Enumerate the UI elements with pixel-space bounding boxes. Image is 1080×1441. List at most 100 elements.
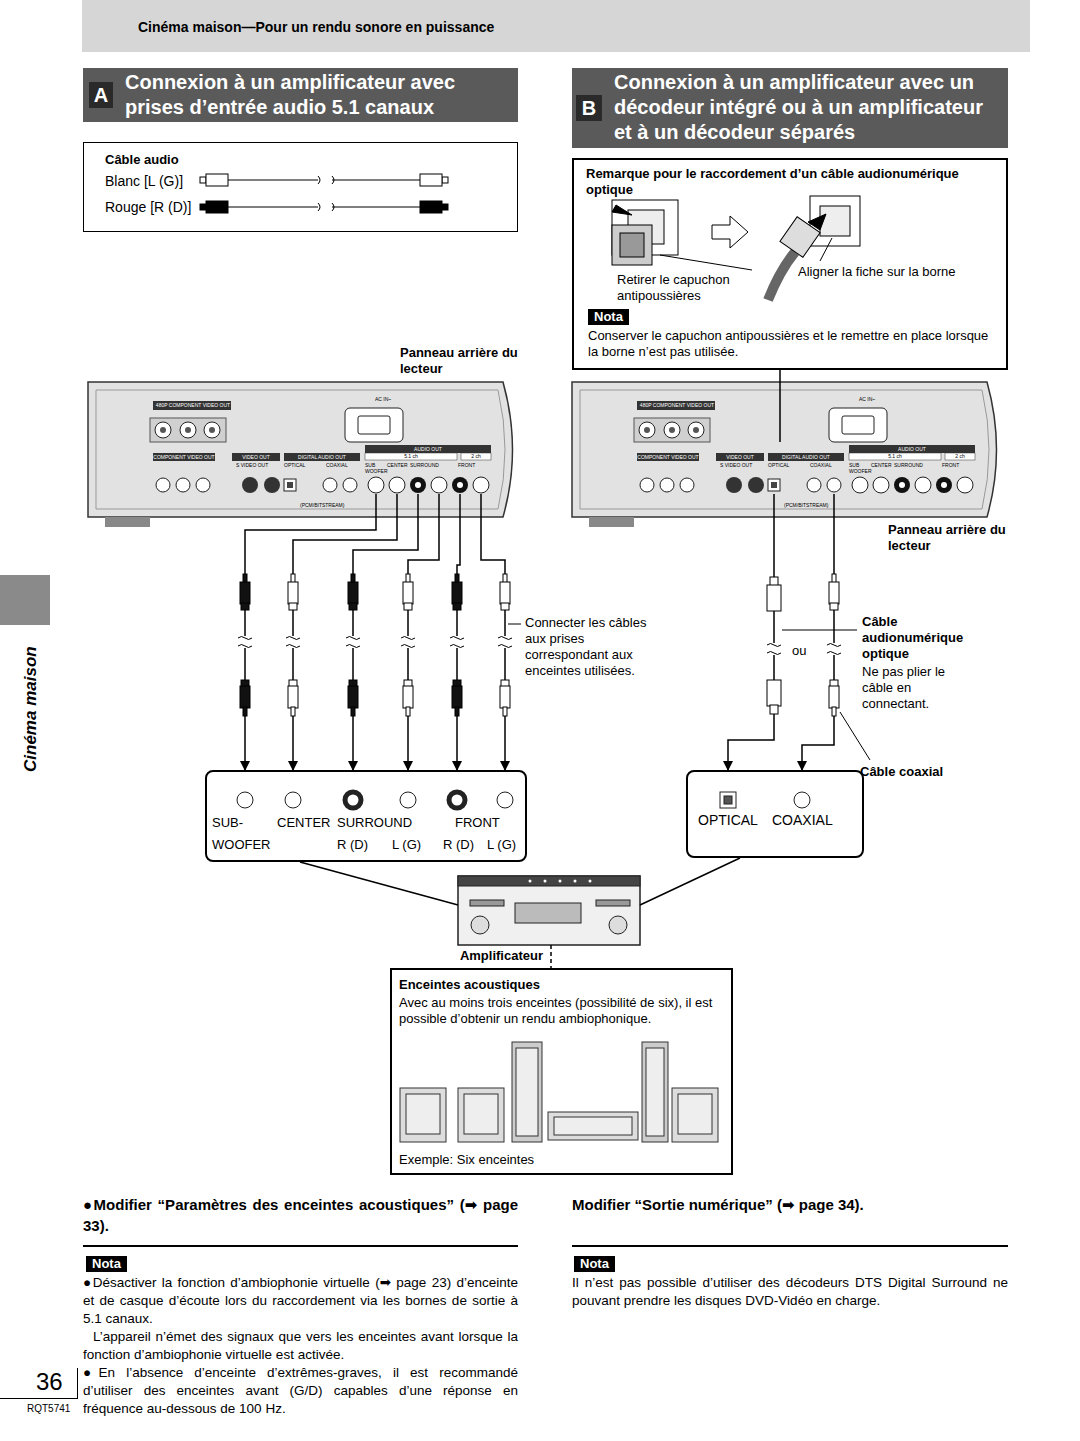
node-text: CENTER (277, 812, 337, 834)
cable-wires (480, 494, 482, 517)
node-text: 2 ch (945, 453, 975, 460)
note-text: ●Désactiver la fonction d’ambiophonie vi… (83, 1274, 518, 1328)
input-jacks (449, 792, 465, 808)
cable-wires (293, 382, 870, 770)
node-text: DIGITAL AUDIO OUT (284, 453, 360, 461)
speakers-art (554, 1117, 632, 1135)
audio-cable-art (420, 174, 442, 186)
node-text: 480P COMPONENT VIDEO OUT (638, 401, 716, 409)
cable-wires (396, 494, 398, 517)
amplifier-art (544, 880, 547, 883)
cable-plugs (452, 680, 462, 716)
cable-wires (293, 517, 397, 770)
input-jacks (345, 792, 361, 808)
amplifier-art (458, 876, 640, 945)
cable-wires (459, 494, 461, 517)
note-text: ●En l’absence d’enceinte d’extrêmes-grav… (83, 1364, 518, 1418)
cable-plugs (829, 680, 839, 716)
input-jacks (720, 792, 736, 808)
header-band (82, 0, 1030, 52)
speaker-box: Enceintes acoustiquesAvec au moins trois… (390, 968, 733, 1175)
cable-plugs (500, 574, 510, 610)
node-text: CENTER (871, 462, 893, 468)
node-text: Câble audio (105, 152, 305, 168)
input-jacks (237, 792, 253, 808)
node-text: COAXIAL (810, 462, 844, 468)
speakers-art (512, 1042, 542, 1142)
node-text: FRONT (942, 462, 972, 468)
cable-breaks (399, 636, 417, 648)
amplifier-art (574, 880, 577, 883)
input-jacks (497, 792, 513, 808)
node-text: Connexion à un amplificateur avec prises… (125, 70, 513, 120)
cable-wires (833, 494, 835, 517)
connector (300, 862, 458, 905)
note-tag: Nota (86, 1256, 127, 1272)
cable-wires (508, 624, 521, 625)
amplifier-art (458, 876, 640, 886)
node-text: CENTER (387, 462, 409, 468)
node-text: Remarque pour le raccordement d’un câble… (586, 166, 996, 198)
input-jacks (400, 792, 416, 808)
node-text: SUB WOOFER (365, 462, 385, 474)
amplifier-art (458, 876, 640, 945)
page-title: Cinéma maison—Pour un rendu sonore en pu… (138, 18, 494, 36)
audio-cable-art (206, 201, 228, 213)
node-text: Panneau arrière du lecteur (400, 345, 525, 377)
node-text: VIDEO OUT (232, 453, 280, 461)
node-text: SUB- WOOFER (212, 812, 274, 856)
node-text: A (89, 82, 113, 108)
connector (245, 517, 376, 770)
speakers-art (516, 1048, 538, 1136)
speakers-art (406, 1094, 440, 1134)
connector (550, 945, 552, 968)
cable-wires (779, 382, 781, 442)
callout: Connecter les câbles aux prises correspo… (525, 615, 665, 679)
optical-plug-art (620, 233, 644, 257)
speakers-art (458, 1088, 504, 1142)
node-text: R (D) (443, 834, 483, 856)
rules (572, 1245, 1008, 1247)
speakers-art (548, 1112, 638, 1140)
node-text: Conserver le capuchon antipoussières et … (588, 328, 996, 360)
callout: Câble coaxial (860, 764, 970, 780)
rules (0, 1398, 77, 1399)
speakers-art (672, 1088, 718, 1142)
cable-wires (782, 630, 857, 631)
cable-wires (840, 712, 870, 760)
node-text: L (G) (487, 834, 523, 856)
input-box: SUB- WOOFERCENTERSURROUNDR (D)L (G)FRONT… (205, 770, 527, 862)
cable-plugs (403, 574, 413, 610)
amplifier-art (609, 916, 627, 934)
node-text: Exemple: Six enceintes (399, 1152, 599, 1168)
speakers-art (400, 1042, 718, 1142)
node-text: B (576, 95, 602, 121)
node-text: Blanc [L (G)] (105, 173, 265, 190)
node-text: S VIDEO OUT (720, 462, 764, 468)
cable-breaks (448, 636, 466, 648)
callout: ou (792, 643, 806, 659)
node-text: SURROUND (894, 462, 926, 468)
input-jacks (237, 792, 810, 808)
node-text: COMPONENT VIDEO OUT (153, 453, 215, 461)
node-text: Connexion à un amplificateur avec un déc… (614, 70, 1004, 145)
cable-breaks (284, 636, 302, 648)
note-text: L’appareil n’émet des signaux que vers l… (83, 1328, 518, 1364)
node-text: COAXIAL (326, 462, 360, 468)
node-text: Amplificateur (450, 948, 543, 964)
input-jacks (285, 792, 301, 808)
optical-plug-art (768, 252, 795, 300)
node-text: VIDEO OUT (716, 453, 764, 461)
cable-breaks (496, 636, 514, 648)
input-jacks (794, 792, 810, 808)
side-tab-label: Cinéma maison (20, 646, 42, 772)
audio-cable-art (200, 204, 206, 210)
node-text: Rouge [R (D)] (105, 199, 265, 216)
input-jacks (724, 796, 732, 804)
node-text: Enceintes acoustiques (399, 977, 719, 993)
cable-wires (438, 494, 440, 517)
node-text: FRONT (458, 462, 488, 468)
speakers-art (642, 1042, 668, 1142)
cable-plugs (348, 574, 358, 610)
